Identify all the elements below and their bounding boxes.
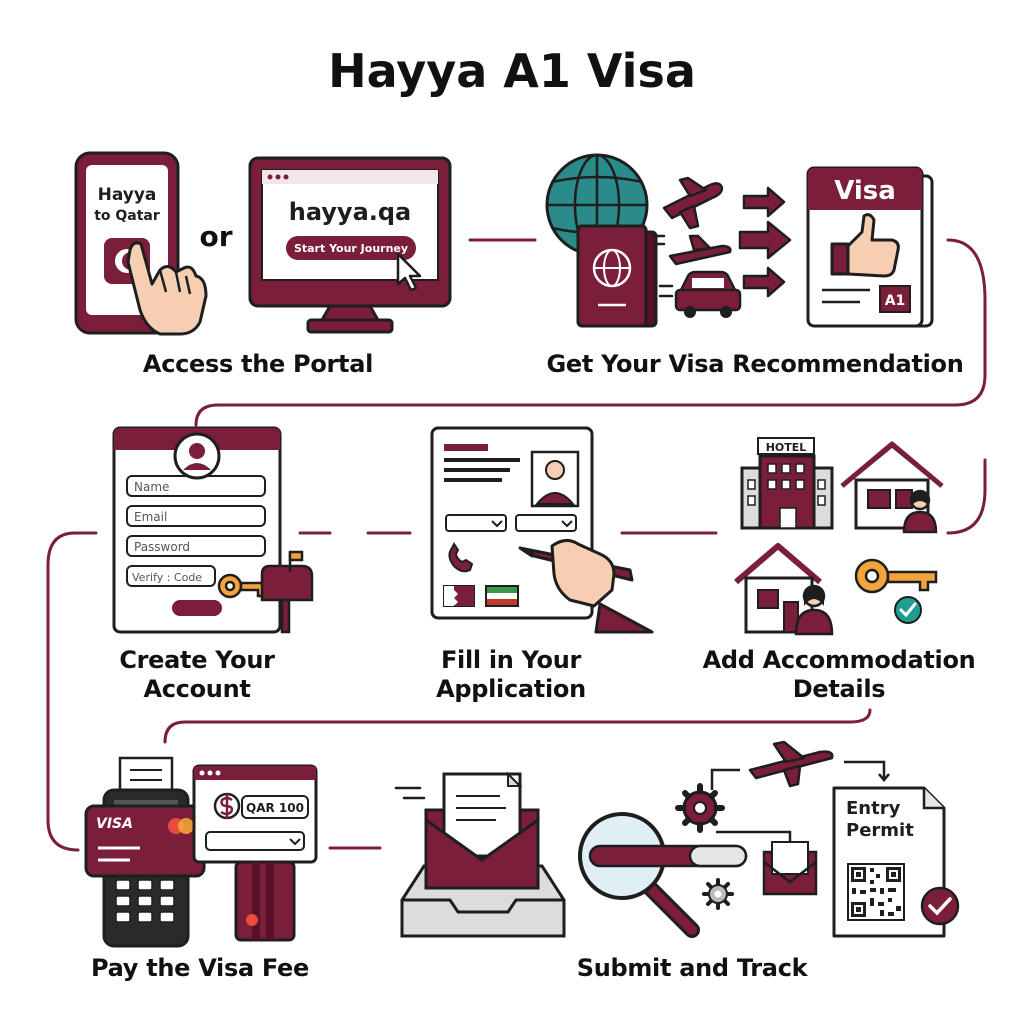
check-icon — [920, 886, 960, 926]
step-pay-fee-illustration — [84, 756, 318, 948]
step-fill-application-illustration — [430, 426, 654, 634]
airplane-icon — [662, 176, 724, 230]
dollar-icon — [213, 792, 241, 820]
gear-icon — [675, 783, 725, 833]
check-icon — [894, 596, 922, 624]
speed-lines — [650, 234, 674, 298]
entry-permit-title-line2: Permit — [846, 820, 914, 841]
arrow-right-icon — [738, 220, 792, 260]
step-visa-recommendation-illustration — [545, 153, 934, 328]
user-avatar-icon — [173, 432, 221, 480]
person-icon — [902, 489, 938, 534]
pen-hand-icon — [518, 539, 654, 634]
phone-handset-icon — [448, 542, 474, 573]
portal-site-address: hayya.qa — [289, 198, 412, 226]
step-access-portal-illustration — [74, 151, 452, 336]
flow-arrows — [710, 760, 890, 842]
password-field: Password — [134, 540, 190, 554]
flag-icon — [444, 586, 474, 606]
payment-amount: QAR 100 — [246, 801, 304, 815]
phone-app-title-line2: to Qatar — [94, 208, 160, 224]
name-field: Name — [134, 480, 169, 494]
magnifier-icon — [578, 812, 748, 938]
step-submit-track-illustration — [394, 740, 960, 938]
passport-icon — [576, 224, 658, 328]
page-title: Hayya A1 Visa — [328, 44, 696, 98]
gear-icon — [702, 878, 734, 910]
step-label-fill-application: Fill in Your Application — [436, 646, 586, 703]
step-label-submit-track: Submit and Track — [576, 954, 808, 982]
speed-lines — [394, 786, 426, 800]
hotel-sign: HOTEL — [766, 441, 807, 454]
or-connector-text: or — [199, 220, 233, 253]
step-label-access-portal: Access the Portal — [142, 350, 374, 378]
visa-document-title: Visa — [834, 176, 896, 206]
payment-browser-window — [192, 764, 318, 864]
step-label-accommodation: Add Accommodation Details — [702, 646, 976, 703]
entry-permit-title-line1: Entry — [846, 798, 901, 819]
start-journey-button: Start Your Journey — [294, 242, 408, 255]
person-icon — [794, 584, 834, 636]
thumbs-up-icon — [830, 213, 900, 278]
flag-icon — [487, 587, 517, 605]
step-label-pay-fee: Pay the Visa Fee — [91, 954, 309, 982]
arrow-right-icon — [742, 186, 786, 218]
flow-connector — [46, 238, 987, 852]
hand-pointer-icon — [126, 241, 208, 336]
step-label-create-account: Create Your Account — [119, 646, 275, 703]
airplane-icon — [748, 740, 834, 788]
step-label-visa-recommendation: Get Your Visa Recommendation — [546, 350, 964, 378]
verify-code-field: Verify : Code — [132, 571, 202, 584]
mailbox-icon — [260, 550, 314, 634]
phone-app-title-line1: Hayya — [98, 185, 157, 205]
qr-code-icon — [847, 863, 905, 921]
hotel-icon — [740, 437, 834, 530]
envelope-icon — [424, 771, 540, 890]
key-icon — [854, 558, 938, 594]
car-icon — [674, 270, 742, 318]
envelope-icon — [762, 841, 818, 896]
step-create-account-illustration — [112, 426, 314, 634]
arrow-right-icon — [742, 266, 786, 298]
credit-card-icon — [84, 804, 206, 878]
email-field: Email — [134, 510, 167, 524]
credit-card-icon — [234, 860, 296, 942]
cursor-icon — [396, 252, 422, 292]
airplane-icon — [668, 234, 732, 266]
step-accommodation-illustration — [734, 437, 944, 636]
visa-type-badge: A1 — [885, 293, 906, 309]
card-brand: VISA — [96, 816, 133, 832]
